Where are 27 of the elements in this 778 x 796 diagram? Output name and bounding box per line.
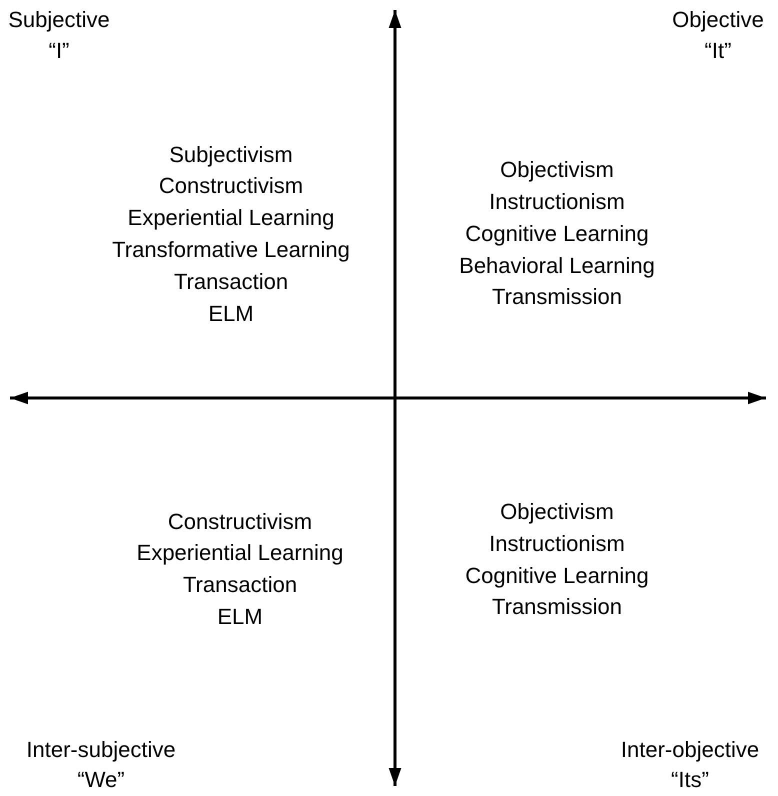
theory-label: Constructivism bbox=[158, 175, 304, 197]
theory-label: Subjectivism bbox=[169, 144, 293, 166]
theory-label: ELM bbox=[208, 303, 254, 325]
theory-label: Cognitive Learning bbox=[465, 223, 649, 245]
theory-label: Transaction bbox=[174, 271, 288, 293]
theory-label: Constructivism bbox=[168, 511, 312, 533]
quadrant-title: “It” bbox=[704, 40, 732, 62]
quadrant-title: Subjective bbox=[8, 9, 110, 31]
theory-label: Objectivism bbox=[500, 501, 614, 523]
theory-label: Experiential Learning bbox=[128, 207, 334, 229]
quadrant-title: “Its” bbox=[671, 769, 709, 791]
theory-label: Instructionism bbox=[489, 191, 625, 213]
theory-label: Experiential Learning bbox=[136, 542, 344, 564]
quadrant-title: “I” bbox=[48, 40, 70, 62]
theory-label: Cognitive Learning bbox=[465, 565, 649, 587]
theory-label: ELM bbox=[217, 606, 263, 628]
theory-label: Behavioral Learning bbox=[459, 255, 655, 277]
quadrant-title: Objective bbox=[672, 9, 764, 31]
quadrant-title: “We” bbox=[77, 769, 125, 791]
quadrant-title: Inter-objective bbox=[620, 739, 760, 761]
theory-label: Transaction bbox=[182, 574, 298, 596]
theory-label: Transmission bbox=[492, 596, 622, 618]
quadrant-title: Inter-subjective bbox=[26, 739, 176, 761]
theory-label: Instructionism bbox=[489, 533, 625, 555]
theory-label: Objectivism bbox=[500, 159, 614, 181]
theory-label: Transformative Learning bbox=[112, 239, 350, 261]
theory-label: Transmission bbox=[492, 286, 622, 308]
